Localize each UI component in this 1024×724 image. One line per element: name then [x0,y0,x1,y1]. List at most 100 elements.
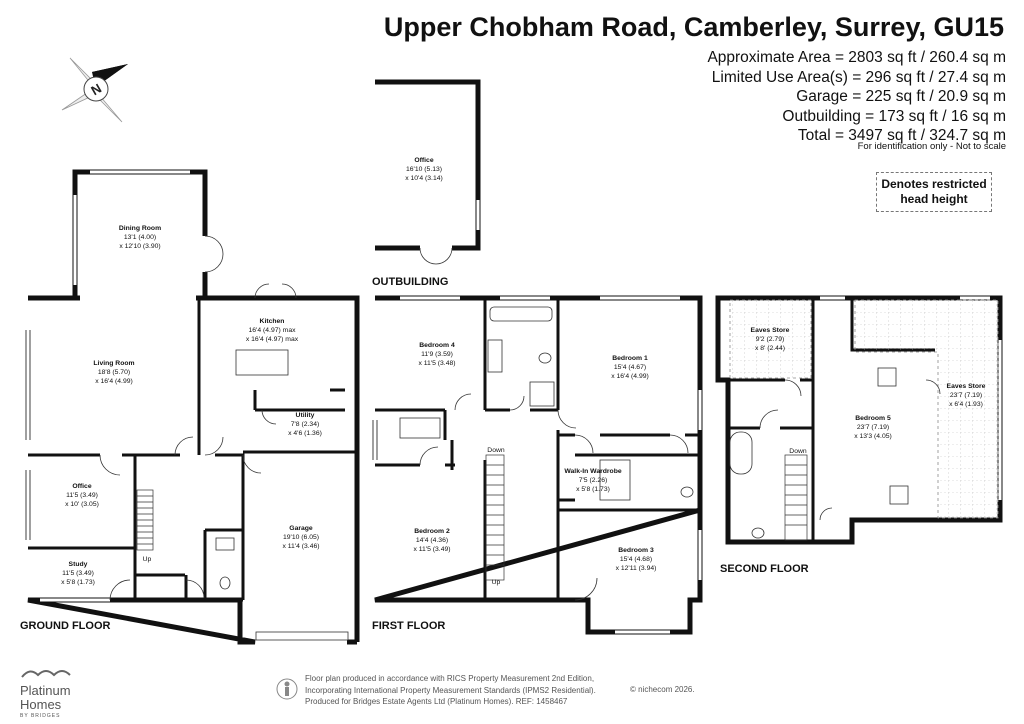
room-name-office-outbuilding: Office [414,157,433,164]
room-dim-dining-2: x 12'10 (3.90) [119,243,160,250]
room-dim-study-1: 11'5 (3.49) [62,570,94,577]
bath-icon [489,306,553,322]
floor-label-ground: GROUND FLOOR [20,620,111,632]
room-name-walkin-wardrobe: Walk-In Wardrobe [564,468,621,475]
page-title: Upper Chobham Road, Camberley, Surrey, G… [383,12,1004,42]
ground-inner-walls [28,298,357,602]
logo-line-3: BY BRIDGES [20,713,61,719]
room-dim-bedroom-3-1: 15'4 (4.68) [620,556,652,563]
room-name-dining: Dining Room [119,225,161,232]
ensuite-shower-icon [599,459,631,501]
stair-label-down-first: Down [487,447,505,454]
first-shower-icon [399,417,441,439]
room-dim-walkin-wardrobe-2: x 5'8 (1.73) [576,486,610,493]
footer-line-1: Floor plan produced in accordance with R… [305,674,595,683]
room-dim-office-ground-1: 11'5 (3.49) [66,492,98,499]
room-dim-office-outbuilding-2: x 10'4 (3.14) [405,175,443,182]
room-dim-office-ground-2: x 10' (3.05) [65,501,99,508]
room-dim-bedroom-2-1: 14'4 (4.36) [416,537,448,544]
first-inner-walls [375,298,700,600]
room-dim-bedroom-1-1: 15'4 (4.67) [614,364,646,371]
room-dim-eaves-store-1-1: 9'2 (2.79) [756,336,785,343]
second-inner-walls [728,298,935,544]
room-dim-walkin-wardrobe-1: 7'5 (2.26) [579,477,608,484]
room-name-utility: Utility [296,412,315,419]
room-dim-bedroom-4-2: x 11'5 (3.48) [418,360,455,367]
platinum-homes-logo: Platinum Homes BY BRIDGES [20,666,76,719]
area-outbuilding: Outbuilding = 173 sq ft / 16 sq m [782,107,1006,125]
kitchen-island-icon [235,349,289,376]
stair-label-up-first: Up [492,579,501,586]
rics-icon [276,678,298,700]
floor-label-second: SECOND FLOOR [720,563,809,575]
room-dim-eaves-store-2-2: x 6'4 (1.93) [949,401,983,408]
room-name-office-ground: Office [72,483,91,490]
room-labels: Dining Room 13'1 (4.00) x 12'10 (3.90) L… [61,157,986,586]
staircase-icons [136,454,808,581]
outbuilding-wall [375,79,481,251]
second-toilet-icon [751,527,765,539]
room-name-study: Study [69,561,88,568]
second-bath-icon [729,431,753,475]
room-dim-living-2: x 16'4 (4.99) [95,378,133,385]
room-name-living: Living Room [93,360,134,367]
basin-icon [487,339,503,373]
room-dim-bedroom-5-2: x 13'3 (4.05) [854,433,892,440]
logo-line-2: Homes [20,697,62,712]
room-dim-bedroom-1-2: x 16'4 (4.99) [611,373,649,380]
door-swings [99,235,941,601]
copyright-text: © nichecom 2026. [630,685,695,694]
area-approximate: Approximate Area = 2803 sq ft / 260.4 sq… [707,49,1006,66]
skylight-icon [877,367,897,387]
window-markers [26,170,1002,634]
cloakroom-basin-icon [215,537,235,551]
area-summary: Approximate Area = 2803 sq ft / 260.4 sq… [707,48,1006,146]
room-dim-study-2: x 5'8 (1.73) [61,579,95,586]
shower-icon [529,381,555,407]
ensuite-toilet-icon [680,486,694,498]
toilet-icon [538,352,552,364]
room-dim-utility-1: 7'8 (2.34) [291,421,320,428]
room-name-eaves-store-1: Eaves Store [751,327,790,334]
room-dim-kitchen-2: x 16'4 (4.97) max [246,336,299,343]
room-dim-garage-2: x 11'4 (3.46) [282,543,319,550]
area-garage: Garage = 225 sq ft / 20.9 sq m [796,88,1006,105]
room-dim-bedroom-5-1: 23'7 (7.19) [857,424,889,431]
room-dim-bedroom-3-2: x 12'11 (3.94) [616,565,657,572]
area-total: Total = 3497 sq ft / 324.7 sq m [797,127,1006,144]
garage-door-icon [255,631,349,641]
restricted-legend-line1: Denotes restricted [881,177,987,191]
room-name-bedroom-4: Bedroom 4 [419,342,455,349]
stair-label-down-second: Down [789,448,807,455]
ground-outer-wall [27,295,360,645]
floor-label-first: FIRST FLOOR [372,620,446,632]
footer-text: Floor plan produced in accordance with R… [305,673,596,708]
room-dim-eaves-store-2-1: 23'7 (7.19) [950,392,982,399]
room-name-bedroom-2: Bedroom 2 [414,528,450,535]
footer-line-2: Incorporating International Property Mea… [305,685,596,695]
room-name-bedroom-5: Bedroom 5 [855,415,891,422]
logo-line-1: Platinum [20,683,71,698]
stair-label-up-ground: Up [143,556,152,563]
room-name-kitchen: Kitchen [260,318,285,325]
room-dim-living-1: 18'8 (5.70) [98,369,130,376]
cloakroom-toilet-icon [219,576,231,590]
window-frames [25,169,703,635]
restricted-height-legend: Denotes restricted head height [876,172,992,212]
logo-wave-icon [21,670,71,678]
room-dim-bedroom-2-2: x 11'5 (3.49) [413,546,450,553]
room-name-garage: Garage [289,525,313,532]
room-dim-bedroom-4-1: 11'9 (3.59) [421,351,453,358]
room-dim-garage-1: 19'10 (6.05) [283,534,319,541]
skylight-icon [889,485,909,505]
room-dim-eaves-store-1-2: x 8' (2.44) [755,345,785,352]
floor-label-outbuilding: OUTBUILDING [372,276,449,288]
area-limited-use: Limited Use Area(s) = 296 sq ft / 27.4 s… [711,68,1006,86]
room-name-bedroom-1: Bedroom 1 [612,355,648,362]
room-dim-office-outbuilding-1: 16'10 (5.13) [406,166,442,173]
compass-icon: N [61,57,128,123]
room-dim-kitchen-1: 16'4 (4.97) max [248,327,296,334]
room-name-bedroom-3: Bedroom 3 [618,547,654,554]
identification-note: For identification only - Not to scale [857,141,1006,152]
